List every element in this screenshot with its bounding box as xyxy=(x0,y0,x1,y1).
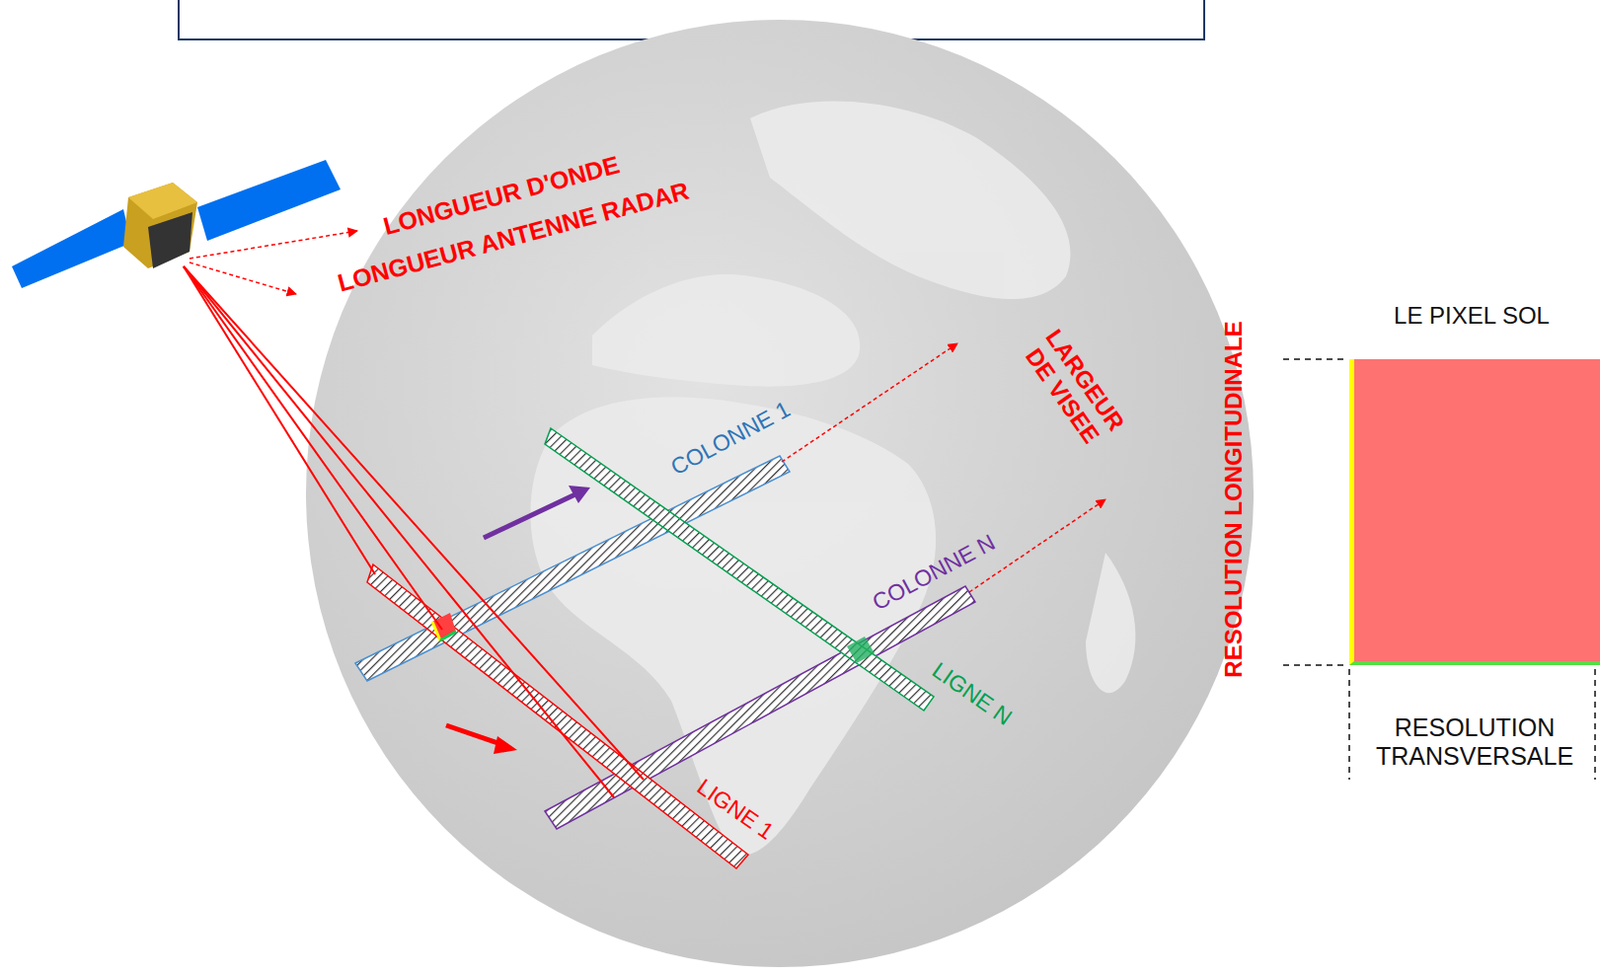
resolution-label: RESOLUTION TRANSVERSALE xyxy=(1375,713,1574,771)
parameter-label: LARGEUR DE VISEE xyxy=(1008,311,1139,465)
direction-arrow xyxy=(568,485,591,504)
leader-line xyxy=(189,262,297,295)
resolution-label: RESOLUTION LONGITUDINALE xyxy=(1219,320,1248,678)
ground-pixel: LE PIXEL SOL xyxy=(1349,359,1600,666)
radar-beam xyxy=(183,266,644,798)
line-label: LIGNE N xyxy=(927,657,1018,731)
satellite xyxy=(11,159,341,289)
selected-pixel xyxy=(432,612,457,641)
direction-arrow xyxy=(483,493,578,538)
leader-line xyxy=(781,343,958,462)
hatched-strips xyxy=(355,428,976,869)
leader-line xyxy=(189,230,358,259)
direction-arrow xyxy=(446,725,504,746)
line-label: LIGNE 1 xyxy=(691,773,778,845)
column-label: COLONNE 1 xyxy=(666,395,795,481)
column-label: COLONNE N xyxy=(867,529,999,616)
direction-arrow xyxy=(493,736,518,755)
globe xyxy=(305,19,1254,968)
pixel-heading: LE PIXEL SOL xyxy=(1393,302,1550,330)
